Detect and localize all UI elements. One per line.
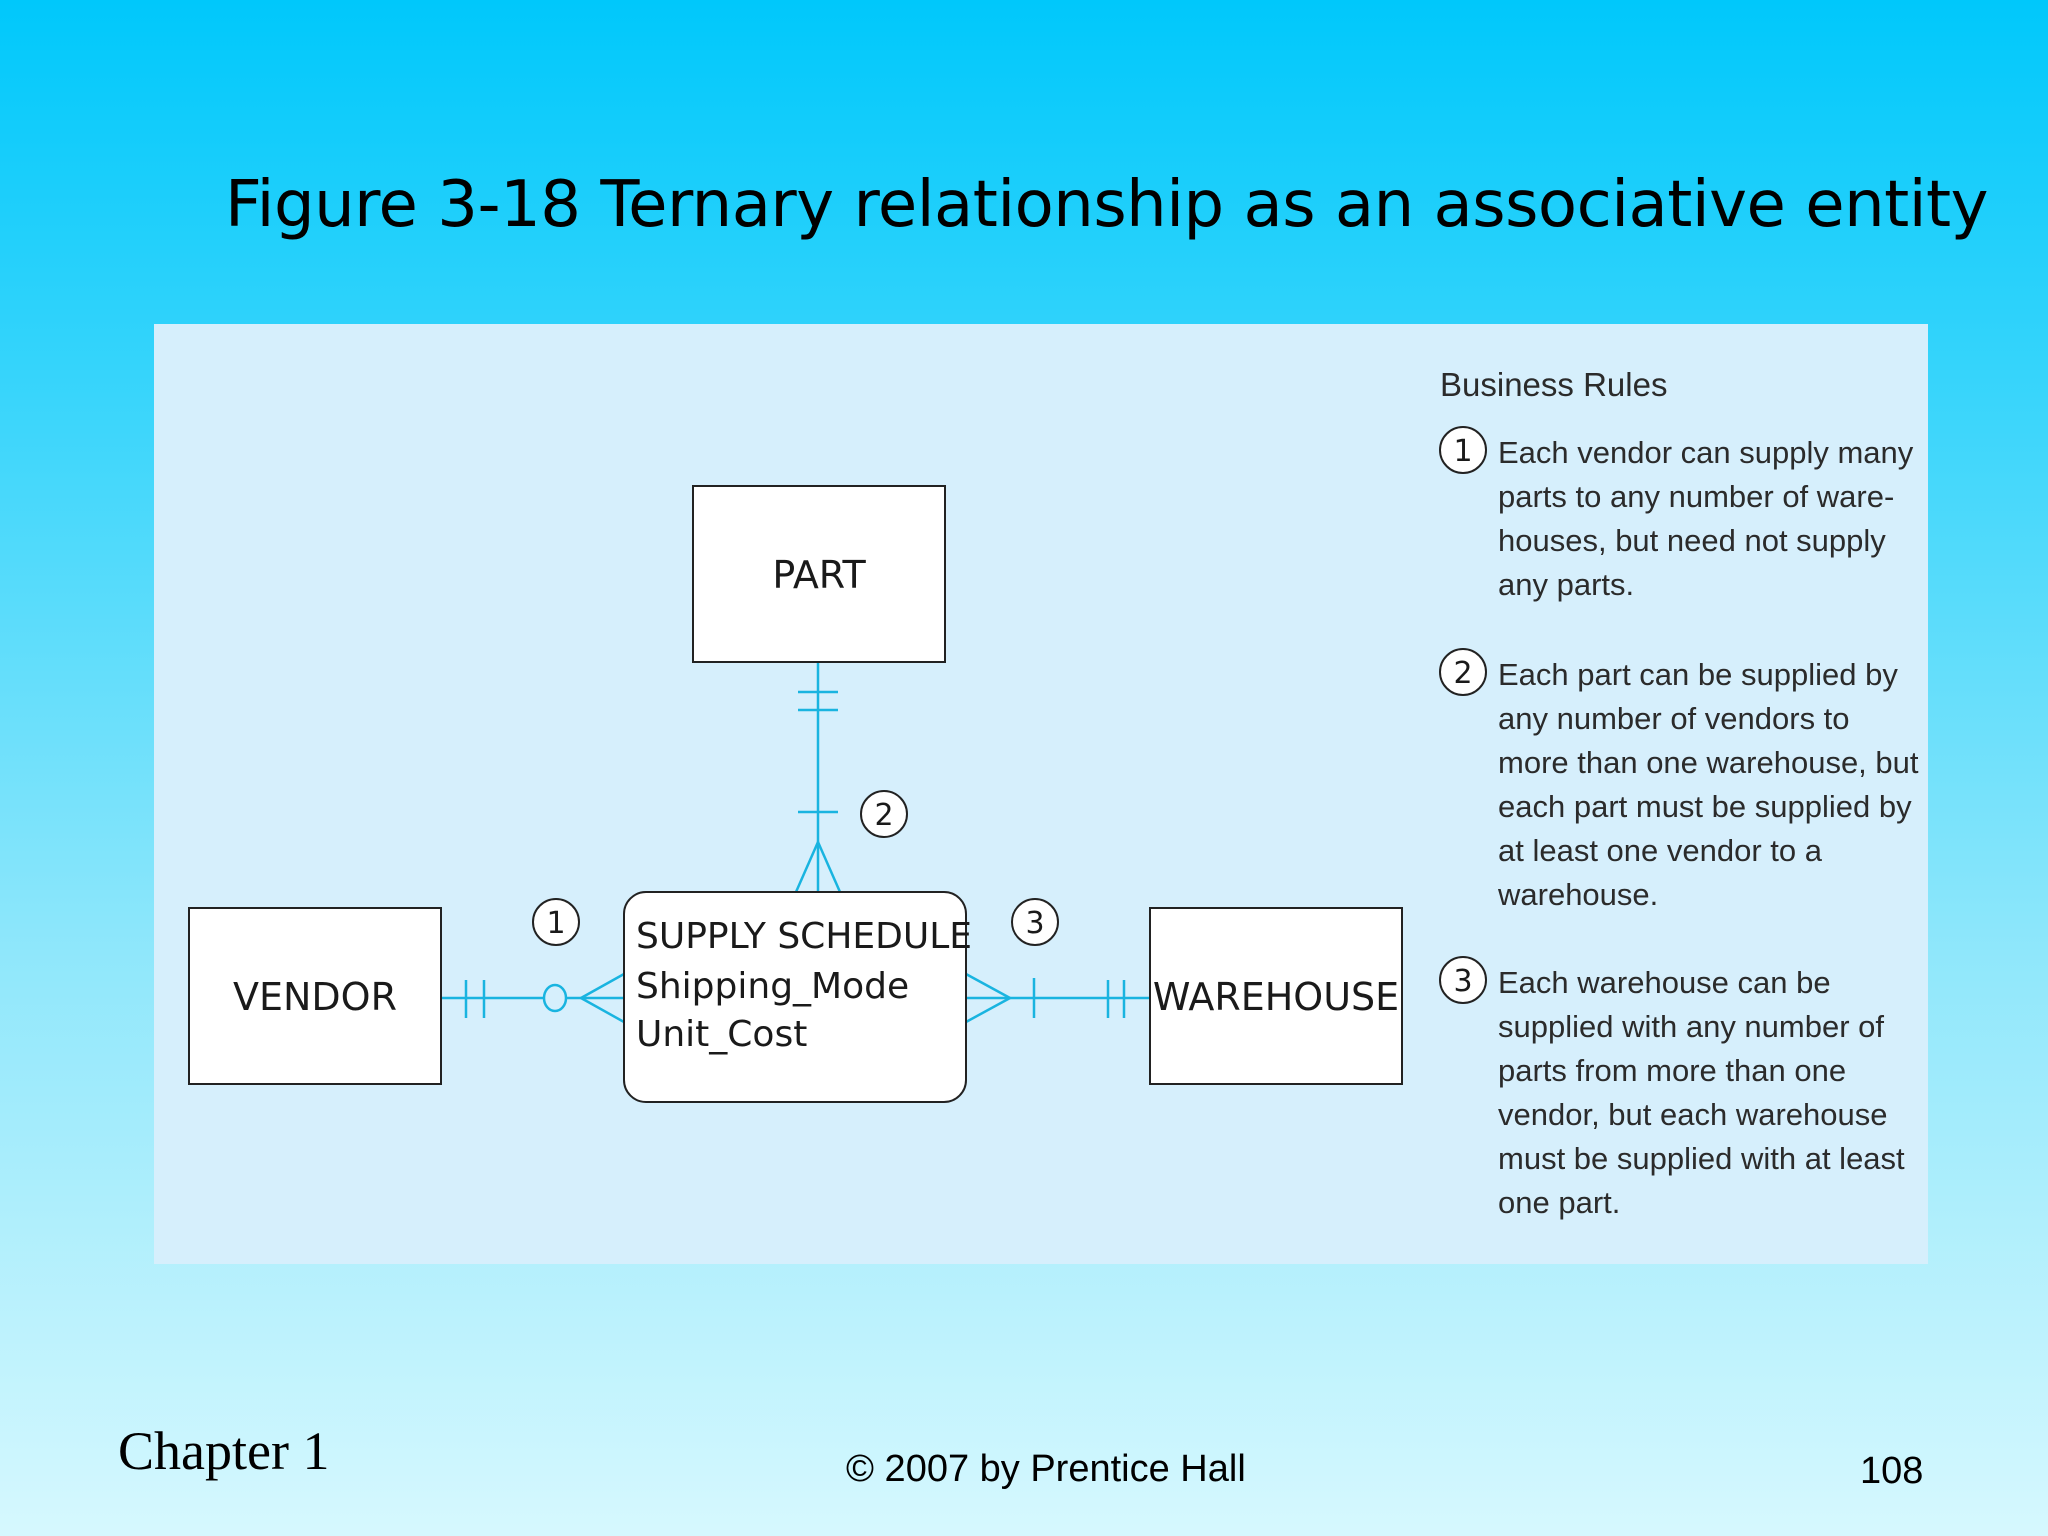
rule-line: each part must be supplied by bbox=[1498, 789, 1912, 824]
rule-number-circle bbox=[1439, 426, 1487, 474]
marker-circle bbox=[860, 790, 908, 838]
business-rule-2: 2 Each part can be supplied by any numbe… bbox=[1439, 648, 1919, 912]
rule-line: supplied with any number of bbox=[1498, 1009, 1884, 1044]
rule-number: 1 bbox=[1453, 434, 1472, 469]
rule-line: more than one warehouse, but bbox=[1498, 745, 1919, 780]
associative-entity-name: SUPPLY SCHEDULE bbox=[636, 916, 972, 957]
business-rule-3: 3 Each warehouse can be supplied with an… bbox=[1439, 956, 1905, 1220]
rule-line: warehouse. bbox=[1497, 877, 1658, 912]
entity-vendor: VENDOR bbox=[188, 907, 442, 1085]
rule-line: any number of vendors to bbox=[1498, 701, 1850, 736]
entity-warehouse: WAREHOUSE bbox=[1149, 907, 1403, 1085]
entity-part-box bbox=[692, 485, 946, 663]
rule-line: Each warehouse can be bbox=[1498, 965, 1831, 1000]
relationship-marker-3: 3 bbox=[1011, 898, 1059, 946]
marker-number: 2 bbox=[874, 798, 893, 833]
rule-line: houses, but need not supply bbox=[1498, 523, 1886, 558]
rule-line: Each part can be supplied by bbox=[1498, 657, 1898, 692]
supply-schedule-crowfoot bbox=[580, 972, 625, 1000]
business-rules: Business Rules 1 Each vendor can supply … bbox=[1439, 366, 1919, 1220]
rule-line: any parts. bbox=[1498, 567, 1634, 602]
footer-chapter: Chapter 1 bbox=[118, 1421, 330, 1481]
entity-part-label: PART bbox=[772, 553, 866, 597]
slide-title: Figure 3-18 Ternary relationship as an a… bbox=[225, 168, 1989, 242]
relationship-marker-2: 2 bbox=[860, 790, 908, 838]
rule-number-circle bbox=[1439, 956, 1487, 1004]
associative-entity-box bbox=[623, 891, 967, 1103]
entity-part: PART bbox=[692, 485, 946, 663]
marker-number: 3 bbox=[1025, 906, 1044, 941]
associative-entity-attribute: Unit_Cost bbox=[636, 1014, 807, 1055]
supply-schedule-crowfoot bbox=[965, 996, 1011, 1024]
marker-circle bbox=[1011, 898, 1059, 946]
figure-panel: PART VENDOR WAREHOUSE SUPPLY SCHEDULE Sh… bbox=[154, 324, 1928, 1264]
supply-schedule-crowfoot bbox=[580, 996, 625, 1024]
supply-schedule-crowfoot bbox=[816, 841, 842, 893]
footer-copyright: © 2007 by Prentice Hall bbox=[846, 1448, 1246, 1490]
rule-number: 2 bbox=[1453, 656, 1472, 691]
entity-vendor-box bbox=[188, 907, 442, 1085]
associative-entity-supply-schedule: SUPPLY SCHEDULE Shipping_Mode Unit_Cost bbox=[623, 891, 972, 1103]
relationship-lines bbox=[441, 662, 1150, 1024]
er-diagram: PART VENDOR WAREHOUSE SUPPLY SCHEDULE Sh… bbox=[188, 366, 1919, 1220]
marker-number: 1 bbox=[546, 906, 565, 941]
supply-schedule-optional-circle bbox=[542, 983, 568, 1013]
supply-schedule-crowfoot bbox=[965, 972, 1011, 1000]
rule-line: Each vendor can supply many bbox=[1498, 435, 1914, 470]
entity-vendor-label: VENDOR bbox=[233, 975, 397, 1019]
rule-line: parts from more than one bbox=[1498, 1053, 1846, 1088]
relationship-marker-1: 1 bbox=[532, 898, 580, 946]
rule-number-circle bbox=[1439, 648, 1487, 696]
rule-line: vendor, but each warehouse bbox=[1498, 1097, 1888, 1132]
rule-number: 3 bbox=[1453, 964, 1472, 999]
footer-page-number: 108 bbox=[1860, 1450, 1924, 1492]
business-rules-heading: Business Rules bbox=[1440, 366, 1667, 403]
rule-line: one part. bbox=[1498, 1185, 1620, 1220]
business-rule-1: 1 Each vendor can supply many parts to a… bbox=[1439, 426, 1914, 602]
entity-warehouse-box bbox=[1149, 907, 1403, 1085]
marker-circle bbox=[532, 898, 580, 946]
associative-entity-attribute: Shipping_Mode bbox=[636, 966, 909, 1007]
rule-line: must be supplied with at least bbox=[1498, 1141, 1905, 1176]
rule-line: parts to any number of ware- bbox=[1498, 479, 1894, 514]
supply-schedule-crowfoot bbox=[794, 841, 820, 893]
entity-warehouse-label: WAREHOUSE bbox=[1153, 975, 1399, 1019]
rule-line: at least one vendor to a bbox=[1498, 833, 1823, 868]
